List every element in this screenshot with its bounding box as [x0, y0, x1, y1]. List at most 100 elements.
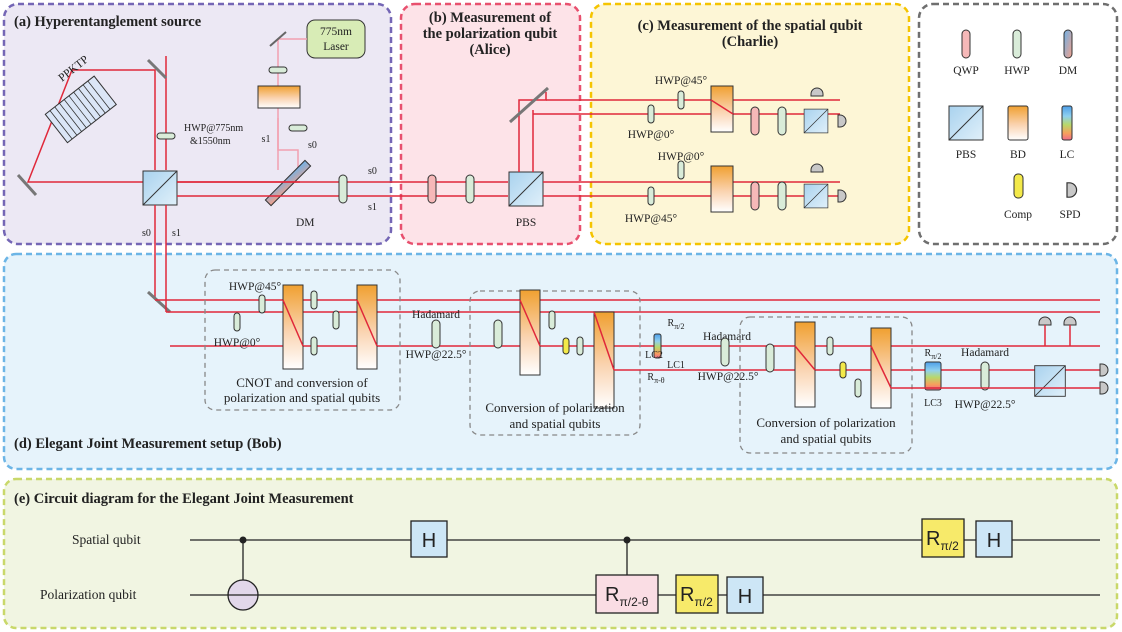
h-gate-1-label: H	[422, 530, 436, 552]
bob-hwp-box1-b	[310, 336, 318, 356]
bob-spd-right-1	[1099, 363, 1109, 377]
box-conv-2	[739, 316, 913, 454]
legend-comp-icon	[1013, 173, 1024, 199]
legend-dm: DM	[1059, 65, 1078, 77]
spatial-qubit-label: Spatial qubit	[72, 532, 141, 547]
panel-c-frame	[589, 2, 911, 246]
legend-hwp-icon	[1012, 29, 1022, 59]
box3-caption-1: Conversion of polarization	[756, 415, 896, 430]
panel-c-title-2: (Charlie)	[722, 34, 779, 50]
out-s0-label: s0	[368, 166, 377, 177]
hadamard-2-label: Hadamard	[703, 331, 751, 343]
panel-e-title: (e) Circuit diagram for the Elegant Join…	[14, 491, 354, 507]
h-gate-2	[726, 576, 764, 614]
pump-hwp-2	[288, 124, 308, 132]
r-gate-pol	[675, 574, 719, 614]
charlie-qwp-upper	[750, 106, 760, 136]
bob-hwp0	[233, 312, 241, 332]
loop-hwp-label-1: HWP@775nm	[184, 123, 243, 134]
charlie-spd-lower-right	[837, 189, 847, 203]
charlie-hwp45-lower	[647, 186, 655, 206]
loop-hwp	[156, 132, 176, 140]
pump-bd	[257, 85, 301, 109]
charlie-hwp0-lower-label: HWP@0°	[658, 151, 705, 163]
alice-pbs	[508, 171, 544, 207]
legend-spd-icon	[1066, 182, 1078, 198]
bob-hwp-box1-a	[310, 290, 318, 310]
r-gate-theta-label: Rπ/2-θ	[605, 584, 649, 609]
alice-qwp	[427, 174, 437, 204]
pump-mirror	[269, 31, 287, 47]
charlie-hwp-lower	[777, 181, 787, 211]
box3-bd-1	[794, 321, 816, 408]
r-gate-spatial	[921, 518, 965, 558]
box2-caption-2: and spatial qubits	[510, 416, 601, 431]
panel-d-title: (d) Elegant Joint Measurement setup (Bob…	[14, 436, 282, 452]
bob-bd-1	[282, 284, 304, 370]
panel-e-frame	[2, 477, 1119, 630]
box3-comp	[839, 361, 847, 379]
down-s0-label: s0	[142, 228, 151, 239]
rpi2-2: Rπ/2	[925, 348, 942, 361]
box3-hwp-b	[854, 378, 862, 398]
charlie-hwp-upper	[777, 106, 787, 136]
charlie-spd-upper-top	[810, 87, 824, 97]
charlie-pbs-upper	[803, 108, 829, 134]
r-gate-spatial-label: Rπ/2	[926, 528, 959, 553]
bob-spd-right-2	[1099, 381, 1109, 395]
pump-s0-label: s0	[308, 140, 317, 151]
hadamard-1-label: Hadamard	[412, 309, 460, 321]
box2-bd-2	[593, 311, 615, 409]
legend-qwp-icon	[961, 29, 971, 59]
legend-spd: SPD	[1059, 209, 1080, 221]
loop-mirror-left	[16, 173, 38, 197]
loop-hwp-label-2: &1550nm	[190, 136, 231, 147]
r-gate-pol-label: Rπ/2	[680, 584, 713, 609]
lc1-2-element	[653, 333, 662, 359]
charlie-hwp45-lower-label: HWP@45°	[625, 213, 678, 225]
box-conv-1	[469, 290, 641, 436]
lc1-label: LC1	[667, 360, 685, 371]
down-s1-label: s1	[172, 228, 181, 239]
legend-lc: LC	[1060, 149, 1075, 161]
rpith-1: Rπ-θ	[647, 372, 664, 385]
hadamard-1-hwp	[431, 319, 441, 349]
legend-hwp: HWP	[1004, 65, 1030, 77]
source-pbs	[142, 170, 178, 206]
lc2-label: LC2	[645, 350, 663, 361]
box2-bd-1	[519, 289, 541, 376]
pump-hwp-1	[268, 66, 288, 74]
charlie-hwp0-upper-label: HWP@0°	[628, 129, 675, 141]
panel-b-title-3: (Alice)	[469, 42, 510, 58]
legend-lc-icon	[1061, 105, 1073, 141]
hadamard-3-hwp	[980, 361, 990, 391]
bob-spd-top-1	[1038, 316, 1052, 326]
hadamard-2-hwp	[720, 337, 730, 367]
box2-comp	[562, 337, 570, 355]
charlie-bd-lower	[710, 165, 734, 213]
box-cnot	[204, 269, 401, 411]
h-gate-3	[975, 520, 1013, 558]
sagnac-loop	[26, 69, 156, 183]
alice-pbs-label: PBS	[516, 217, 536, 229]
legend-pbs: PBS	[956, 149, 976, 161]
bob-hwp-box1-c	[332, 310, 340, 330]
panel-a-frame	[2, 2, 393, 246]
charlie-hwp45-upper-label: HWP@45°	[655, 75, 708, 87]
panel-d-frame	[2, 252, 1119, 471]
bob-bd-2	[356, 284, 378, 370]
rpi2-1: Rπ/2	[668, 318, 685, 331]
charlie-spd-lower-top	[810, 163, 824, 173]
charlie-bd-upper	[710, 85, 734, 133]
dm-label: DM	[296, 217, 315, 229]
box3-caption-2: and spatial qubits	[781, 431, 872, 446]
bob-hwp45	[258, 294, 266, 314]
lc3-label: LC3	[924, 398, 942, 409]
box3-hwp-a	[826, 336, 834, 356]
loop-mirror-top	[146, 58, 168, 80]
polarization-qubit-label: Polarization qubit	[40, 587, 137, 602]
legend-bd-icon	[1007, 105, 1029, 141]
hwp225-1-label: HWP@22.5°	[406, 349, 467, 361]
box3-hwp	[765, 343, 775, 373]
